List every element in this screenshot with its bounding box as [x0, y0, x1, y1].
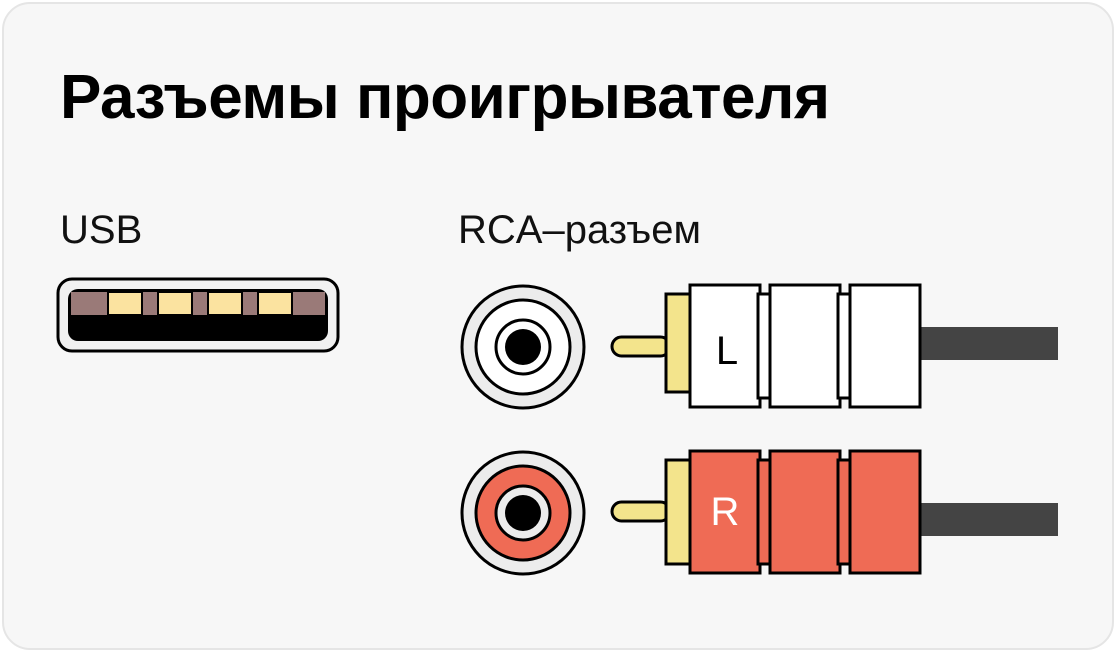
left-channel-label: L — [716, 329, 738, 373]
usb-label: USB — [60, 208, 143, 252]
usb-contact-icon — [207, 291, 243, 316]
right-channel-label: R — [711, 490, 740, 534]
cable-icon — [918, 503, 1058, 536]
usb-port-icon — [56, 277, 340, 353]
cable-icon — [918, 327, 1058, 360]
usb-contact-icon — [257, 291, 293, 316]
page-title: Разъемы проигрывателя — [60, 63, 830, 132]
rca-jack-red-icon — [460, 450, 586, 576]
rca-label: RCA–разъем — [458, 208, 701, 252]
usb-contact-icon — [107, 291, 143, 316]
rca-jack-white-icon — [460, 284, 586, 410]
rca-plug-red-icon: R — [610, 449, 1058, 575]
usb-contact-icon — [157, 291, 193, 316]
rca-plug-white-icon: L — [610, 283, 1058, 409]
